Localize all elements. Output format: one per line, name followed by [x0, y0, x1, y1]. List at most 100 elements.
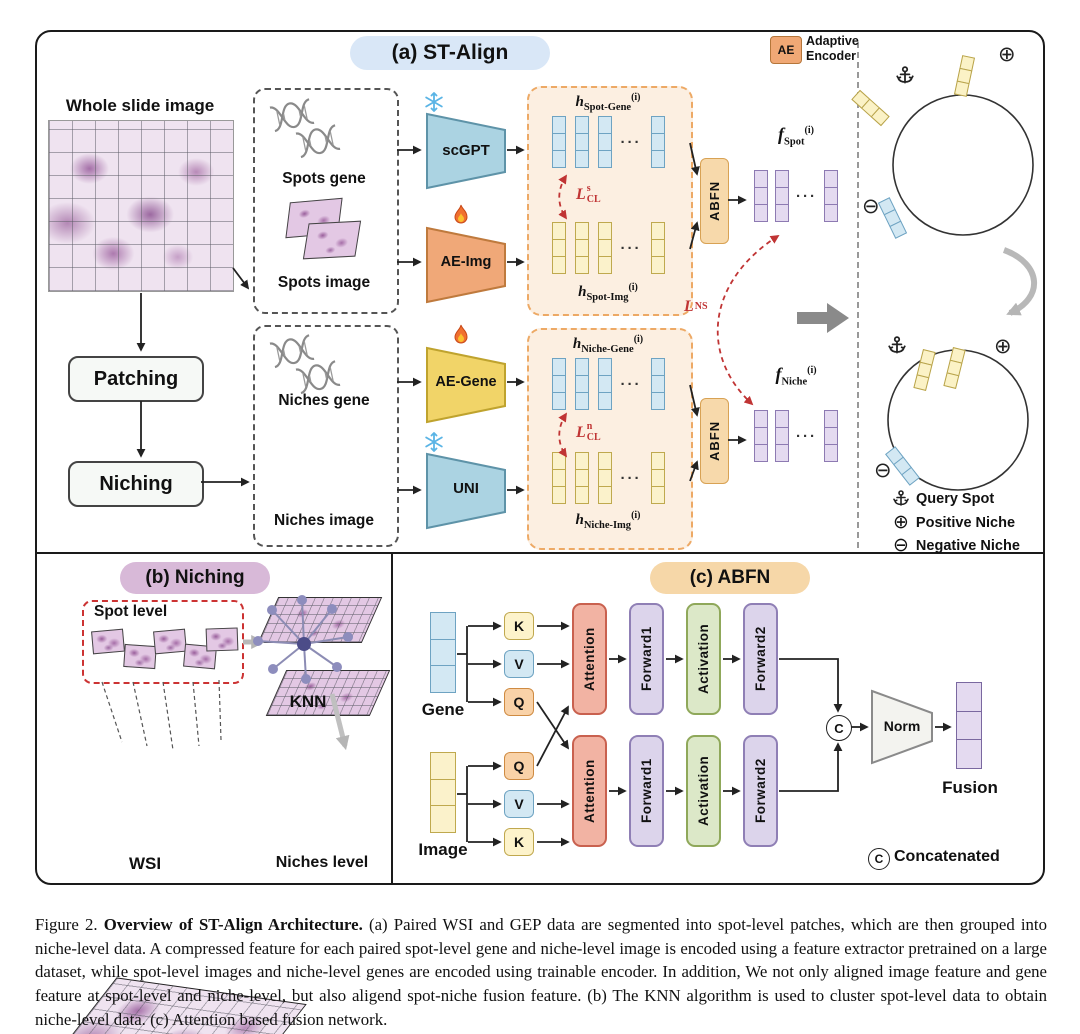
- caption-prefix: Figure 2.: [35, 914, 98, 934]
- snowflake-icon: [425, 432, 443, 452]
- ae-img-label: AE-Img: [440, 254, 492, 270]
- ae-gene-encoder: [426, 346, 506, 424]
- uni-label: UNI: [453, 480, 479, 497]
- patching-box: Patching: [68, 356, 204, 402]
- knn-label: KNN: [289, 692, 327, 711]
- plus-circle-icon: ⊕: [893, 511, 909, 533]
- caption-body: (a) Paired WSI and GEP data are segmente…: [35, 914, 1047, 1030]
- spot-patch: [205, 627, 239, 652]
- legend-negative-niche: ⊖ Negative Niche: [893, 534, 1020, 556]
- h-spot-img-label: hSpot-Img(i): [578, 282, 638, 303]
- flame-icon: [454, 324, 468, 344]
- divider-dashed: [857, 42, 859, 548]
- ae-img-encoder: [426, 226, 506, 304]
- flame-icon: [454, 204, 468, 224]
- uni-encoder: [426, 452, 506, 530]
- f-spot-label: fSpot(i): [778, 124, 814, 148]
- fusion-feature-column: [956, 682, 982, 769]
- divider-horizontal: [37, 552, 1043, 554]
- fusion-label: Fusion: [942, 778, 998, 797]
- anchor-icon: [896, 66, 914, 84]
- image-v-box: V: [504, 790, 534, 818]
- activation-block-gene: Activation: [686, 603, 721, 715]
- spot-patch: [91, 628, 125, 655]
- attention-block-image: Attention: [572, 735, 607, 847]
- dna-icon: [295, 360, 341, 395]
- contrastive-diagram: [887, 94, 1034, 491]
- legend-positive-niche: ⊕ Positive Niche: [893, 511, 1016, 533]
- spot-level-label: Spot level: [94, 603, 168, 620]
- scgpt-label: scGPT: [442, 142, 490, 159]
- gene-v-box: V: [504, 650, 534, 678]
- dna-icon: [269, 98, 315, 133]
- anchor-icon: [893, 490, 909, 506]
- image-k-box: K: [504, 828, 534, 856]
- h-niche-img-label: hNiche-Img(i): [575, 510, 641, 531]
- spot-image-patch: [302, 220, 362, 260]
- dna-icon: [295, 124, 341, 159]
- abfn-niche-box: ABFN: [700, 398, 729, 484]
- forward2-block-gene: Forward2: [743, 603, 778, 715]
- caption-title: Overview of ST-Align Architecture.: [103, 914, 363, 934]
- abfn-spot-box: ABFN: [700, 158, 729, 244]
- ae-gene-label: AE-Gene: [435, 374, 497, 390]
- niche-image-features: ···: [527, 452, 689, 504]
- niches-box: [253, 325, 399, 547]
- panel-b-title: (b) Niching: [120, 562, 270, 594]
- image-q-box: Q: [504, 752, 534, 780]
- figure-frame: [35, 30, 1045, 885]
- wsi-plane-label: WSI: [128, 854, 162, 873]
- activation-block-image: Activation: [686, 735, 721, 847]
- niching-box: Niching: [68, 461, 204, 507]
- h-niche-gene-label: hNiche-Gene(i): [572, 334, 644, 355]
- spots-box: [253, 88, 399, 314]
- f-niche-features: ···: [748, 410, 844, 462]
- gene-q-box: Q: [504, 688, 534, 716]
- h-spot-gene-label: hSpot-Gene(i): [575, 92, 641, 113]
- divider-vertical: [391, 553, 393, 883]
- scgpt-encoder: [426, 112, 506, 190]
- attention-block-gene: Attention: [572, 603, 607, 715]
- ae-badge: AE: [770, 36, 802, 64]
- spot-image-features: ···: [527, 222, 689, 274]
- spot-gene-features: ···: [527, 116, 689, 168]
- gene-label: Gene: [421, 700, 465, 719]
- niche-gene-features: ···: [527, 358, 689, 410]
- ae-legend-line1: Adaptive: [806, 34, 859, 48]
- panel-c-title: (c) ABFN: [650, 562, 810, 594]
- image-label: Image: [418, 840, 468, 859]
- spots-gene-label: Spots gene: [282, 170, 366, 187]
- concat-legend-circle: C: [868, 848, 890, 870]
- minus-circle-icon: ⊖: [893, 534, 909, 556]
- norm-block: [871, 689, 933, 765]
- concat-legend-label: Concatenated: [894, 848, 1000, 865]
- f-spot-features: ···: [748, 170, 844, 222]
- minus-circle-icon: ⊖: [862, 194, 880, 218]
- image-feature-column: [430, 752, 456, 833]
- anchor-icon: [888, 336, 906, 354]
- f-niche-label: fNiche(i): [775, 364, 817, 388]
- plus-circle-icon: ⊕: [998, 42, 1016, 66]
- figure-caption: Figure 2. Overview of ST-Align Architect…: [35, 913, 1047, 1032]
- dna-icon: [269, 334, 315, 369]
- forward1-block-image: Forward1: [629, 735, 664, 847]
- plus-circle-icon: ⊕: [994, 334, 1012, 358]
- forward2-block-image: Forward2: [743, 735, 778, 847]
- niche-image-layer: [257, 597, 383, 643]
- spot-patch: [153, 628, 187, 655]
- niches-plane-label: Niches level: [275, 854, 369, 871]
- ae-legend-line2: Encoder: [806, 49, 857, 63]
- niches-image-label: Niches image: [274, 512, 374, 529]
- wsi-label: Whole slide image: [65, 96, 215, 115]
- niches-gene-label: Niches gene: [278, 392, 370, 409]
- panel-a-title: (a) ST-Align: [350, 36, 550, 70]
- whole-slide-image: [48, 120, 234, 292]
- norm-label: Norm: [883, 718, 921, 734]
- spot-patch: [123, 643, 157, 670]
- minus-circle-icon: ⊖: [874, 458, 892, 482]
- snowflake-icon: [425, 92, 443, 112]
